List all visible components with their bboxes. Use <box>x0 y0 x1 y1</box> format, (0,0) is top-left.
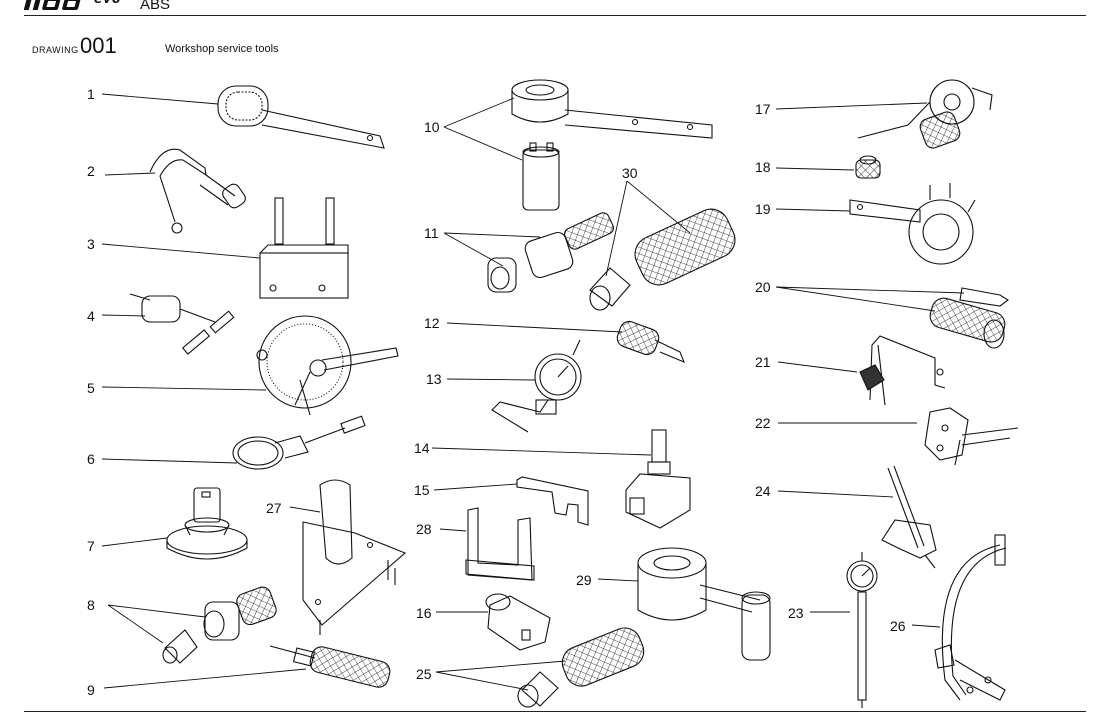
tool-11-socket-extension <box>487 212 614 293</box>
callout-13: 13 <box>426 371 442 387</box>
callout-5: 5 <box>87 380 95 396</box>
drawing-label: DRAWING <box>32 45 79 55</box>
callout-23: 23 <box>788 605 804 621</box>
callout-26: 26 <box>890 618 906 634</box>
callout-28: 28 <box>416 521 432 537</box>
tool-7-base-holder <box>166 487 248 560</box>
logo-abs: ABS <box>140 0 171 13</box>
callout-8: 8 <box>87 597 95 613</box>
tool-25-drift-cone <box>517 627 645 708</box>
tool-13-dial-gauge <box>491 339 582 433</box>
callout-20: 20 <box>755 279 771 295</box>
callout-27: 27 <box>266 500 282 516</box>
tool-15-flat-gauge <box>516 476 589 526</box>
tool-26-arc-bracket <box>934 534 1007 701</box>
callout-15: 15 <box>414 482 430 498</box>
tool-2-cranked-bar <box>149 148 246 234</box>
callout-14: 14 <box>414 440 430 456</box>
tool-29-socket-bar <box>637 547 771 661</box>
callout-10: 10 <box>424 119 440 135</box>
tool-21-bracket-knob <box>859 335 946 406</box>
header-rule <box>24 15 1086 16</box>
tool-3-stud-plate <box>259 197 349 299</box>
callout-11: 11 <box>424 225 439 241</box>
brand-logo <box>24 0 81 10</box>
callout-29: 29 <box>576 572 592 588</box>
drawing-number: 001 <box>80 33 117 58</box>
leader-lines <box>101 93 965 691</box>
tool-23-dial-stem-gauge <box>846 552 878 708</box>
logo-evo: evo <box>94 0 121 6</box>
tool-8-sleeve-cone <box>162 586 277 664</box>
callout-16: 16 <box>416 605 432 621</box>
tool-24-lever-bracket <box>881 465 937 569</box>
tool-1-ring-spanner <box>217 85 385 149</box>
tool-6-strap-wrench <box>232 415 366 470</box>
tool-10-pin-wrench <box>511 79 713 211</box>
callout-25: 25 <box>416 666 432 682</box>
callout-3: 3 <box>87 236 95 252</box>
callout-19: 19 <box>755 201 771 217</box>
callout-6: 6 <box>87 451 95 467</box>
callout-21: 21 <box>755 354 771 370</box>
tool-14-puller <box>625 429 691 529</box>
callout-17: 17 <box>755 101 771 117</box>
tool-30-knurled-sleeve <box>589 208 736 311</box>
tool-22-flywheel-holder <box>924 407 1019 466</box>
tool-27-handle-plate <box>302 479 407 635</box>
callout-22: 22 <box>755 415 771 431</box>
tool-4-t-handle-puller <box>129 293 235 355</box>
callout-24: 24 <box>755 483 771 499</box>
tool-12-knurled-pin <box>616 320 685 364</box>
callout-4: 4 <box>87 308 95 324</box>
tool-20-pin-sleeve <box>929 287 1009 349</box>
callout-30: 30 <box>622 165 638 181</box>
callout-18: 18 <box>755 159 771 175</box>
drawing-title: Workshop service tools <box>165 43 279 55</box>
callout-7: 7 <box>87 538 95 554</box>
callout-12: 12 <box>424 315 440 331</box>
tool-5-degree-wheel <box>256 315 399 416</box>
footer-rule <box>24 711 1086 712</box>
callout-9: 9 <box>87 682 95 698</box>
tool-17-cranked-ring-tool <box>857 79 993 149</box>
tool-28-fork-gauge <box>465 507 535 581</box>
tool-19-ring-plate <box>849 183 976 265</box>
tool-9-knurled-drift <box>269 645 391 688</box>
callout-2: 2 <box>87 163 95 179</box>
tool-18-nut <box>855 155 881 179</box>
tool-16-castle-socket <box>485 593 551 651</box>
callout-1: 1 <box>87 86 95 102</box>
